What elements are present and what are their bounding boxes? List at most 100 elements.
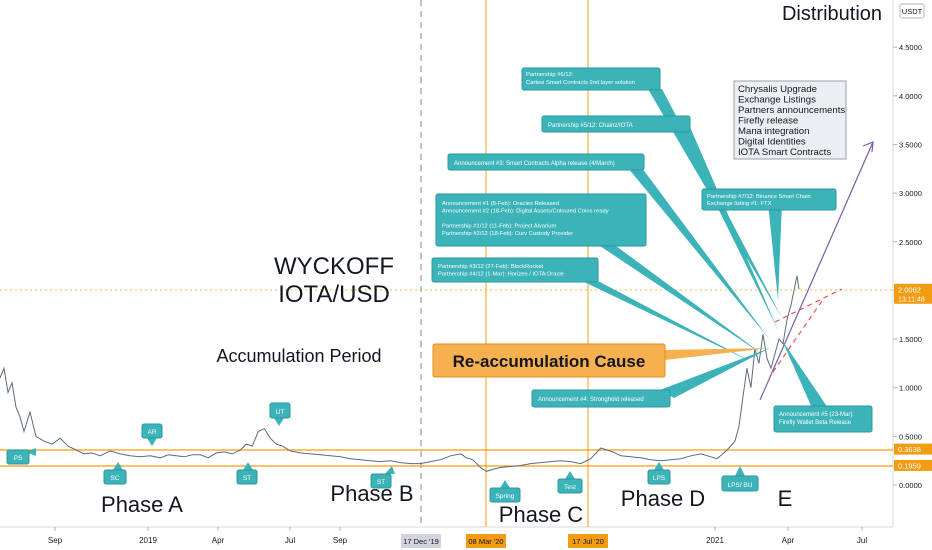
x-tick-label-1: 2019 — [139, 536, 157, 545]
price-tag-label-0: 2.0062 — [898, 285, 921, 294]
headline-line-2: IOTA/USD — [278, 281, 390, 308]
channel-lower — [772, 297, 825, 373]
dist-item-6: IOTA Smart Contracts — [738, 147, 831, 158]
event-lps-bu-label: LPS/ BU — [728, 482, 753, 489]
y-tick-label-6: 3.0000 — [899, 189, 922, 198]
event-st-1: ST — [236, 462, 258, 485]
ann-7-line-1: Exchange listing #1: FTX — [707, 201, 772, 207]
dist-item-0: Chrysalis Upgrade — [738, 84, 817, 95]
ann-12-line-1: Announcement #2 (18-Feb): Digital Assets… — [442, 209, 609, 215]
time-axis[interactable]: Sep 2019 Apr Jul Sep 2021 Apr Jul — [48, 527, 867, 545]
price-tag-bg-0 — [894, 283, 932, 304]
ann-12-line-4: Partnership #2/12 (18-Feb): Curv Custody… — [442, 231, 573, 237]
distribution-arrow — [759, 141, 874, 401]
event-ut: UT — [269, 402, 291, 426]
phase-d-label: Phase D — [621, 486, 705, 511]
event-lps-label: LPS — [653, 475, 666, 482]
cause-box: Re-accumulation Cause — [432, 343, 666, 378]
ann-5b-line-1: Firefly Wallet Beta Release — [779, 420, 852, 426]
ann-3-line-0: Announcement #3: Smart Contracts Alpha r… — [454, 161, 615, 167]
annotation-ann-6: Partnership #6/12: Cartesi Smart Contrac… — [521, 67, 661, 91]
y-tick-label-7: 3.5000 — [899, 140, 922, 149]
headline-line-1: WYCKOFF — [274, 253, 394, 280]
date-tag-label-1: 08 Mar '20 — [468, 537, 503, 546]
ann-34-line-0: Partnership #3/12 (27-Feb): BlockRocket — [438, 264, 543, 270]
pointer-ann-3 — [628, 168, 770, 340]
cause-label: Re-accumulation Cause — [453, 352, 646, 371]
ann-7-line-0: Partnership #7/12: Binance Smart Chain — [707, 194, 811, 200]
pointer-ann-5 — [678, 127, 778, 330]
date-tags: 17 Dec '19 08 Mar '20 17 Jul '20 — [401, 534, 608, 548]
pointer-ann-34 — [580, 280, 752, 362]
annotation-ann-5: Partnership #5/12: Chainz/IOTA — [541, 115, 691, 133]
date-tag-label-2: 17 Jul '20 — [572, 537, 604, 546]
ann-12-line-0: Announcement #1 (8-Feb): Oracles Release… — [442, 201, 559, 207]
distribution-list: Chrysalis Upgrade Exchange Listings Part… — [733, 80, 847, 160]
x-tick-label-6: Apr — [782, 536, 795, 545]
dist-item-2: Partners announcements — [738, 105, 845, 116]
event-spring-label: Spring — [496, 493, 515, 500]
chart-title: Distribution — [782, 3, 882, 25]
svg-text:Partnership #3/12 (27-Feb): Bl: Partnership #3/12 (27-Feb): BlockRocket … — [438, 264, 564, 278]
svg-text:Partnership #6/12: Carte: Partnership #6/12: Cartesi Smart Contrac… — [526, 72, 635, 86]
event-ps: PS — [6, 448, 36, 465]
event-st-2: ST — [370, 466, 395, 489]
annotation-ann-4: Announcement #4: Stronghold released — [531, 389, 671, 408]
price-series-line — [0, 275, 800, 472]
annotation-ann-5b: Announcement #5 (23-Mar): Firefly Wallet… — [773, 405, 873, 433]
y-tick-label-3: 1.5000 — [899, 335, 922, 344]
annotation-ann-3: Announcement #3: Smart Contracts Alpha r… — [447, 153, 645, 171]
event-ps-label: PS — [14, 455, 23, 462]
svg-text:Partnership #7/12: Binance Sma: Partnership #7/12: Binance Smart Chain E… — [707, 194, 812, 207]
currency-badge[interactable] — [899, 3, 925, 19]
channel-upper — [774, 288, 843, 323]
svg-text:Announcement #5 (23-Mar):: Announcement #5 (23-Mar): Firefly Wallet… — [779, 412, 856, 426]
price-tag-bg-2 — [894, 459, 932, 471]
dist-item-1: Exchange Listings — [738, 95, 816, 106]
pointer-ann-5b — [782, 340, 828, 408]
x-tick-label-2: Apr — [212, 536, 225, 545]
ann-6-line-0: Partnership #6/12: — [526, 72, 574, 78]
event-st-2-label: ST — [377, 479, 385, 486]
y-tick-label-9: 4.5000 — [899, 43, 922, 52]
pointer-ann-12 — [600, 246, 765, 356]
price-tag-sublabel-0: 13:11:48 — [898, 296, 925, 303]
x-tick-label-5: 2021 — [706, 536, 724, 545]
event-test: Test — [557, 471, 583, 494]
currency-label: USDT — [902, 7, 923, 16]
ann-6-line-1: Cartesi Smart Contracts 2nd layer soluti… — [526, 80, 635, 86]
price-tag-label-1: 0.3638 — [898, 445, 921, 454]
event-st-1-label: ST — [243, 475, 251, 482]
x-tick-label-3: Jul — [285, 536, 295, 545]
date-tag-label-0: 17 Dec '19 — [403, 537, 439, 546]
pointer-cause — [665, 348, 770, 360]
ann-34-line-1: Partnership #4/12 (1-Mar): Horizen / IOT… — [438, 272, 564, 278]
dist-item-5: Digital Identities — [738, 137, 806, 148]
dist-item-3: Firefly release — [738, 116, 798, 127]
annotation-ann-34: Partnership #3/12 (27-Feb): BlockRocket … — [431, 257, 599, 283]
x-tick-label-7: Jul — [857, 536, 867, 545]
ann-5b-line-0: Announcement #5 (23-Mar): — [779, 412, 854, 418]
price-axis[interactable]: 0.00000.50001.00001.50002.00002.50003.00… — [893, 43, 922, 490]
annotation-ann-12: Announcement #1 (8-Feb): Oracles Release… — [435, 193, 647, 247]
ann-5-line-0: Partnership #5/12: Chainz/IOTA — [548, 123, 633, 129]
arrow-head — [862, 141, 874, 153]
pointer-ann-4 — [660, 348, 770, 398]
event-ar: AR — [141, 423, 163, 446]
pointer-ann-7 — [768, 203, 782, 300]
event-lps-bu: LPS/ BU — [721, 466, 759, 492]
dist-item-4: Mana integration — [738, 126, 809, 137]
annotation-ann-7: Partnership #7/12: Binance Smart Chain E… — [701, 188, 837, 211]
ann-4-line-0: Announcement #4: Stronghold released — [538, 397, 644, 403]
y-tick-label-1: 0.5000 — [899, 432, 922, 441]
x-tick-label-4: Sep — [333, 536, 348, 545]
x-tick-label-0: Sep — [48, 536, 63, 545]
y-tick-label-8: 4.0000 — [899, 92, 922, 101]
event-ut-label: UT — [276, 409, 285, 416]
chart-subtitle: Accumulation Period — [216, 346, 381, 366]
phase-c-label: Phase C — [499, 502, 583, 527]
event-spring: Spring — [489, 480, 521, 503]
price-tag-label-2: 0.1959 — [898, 461, 921, 470]
